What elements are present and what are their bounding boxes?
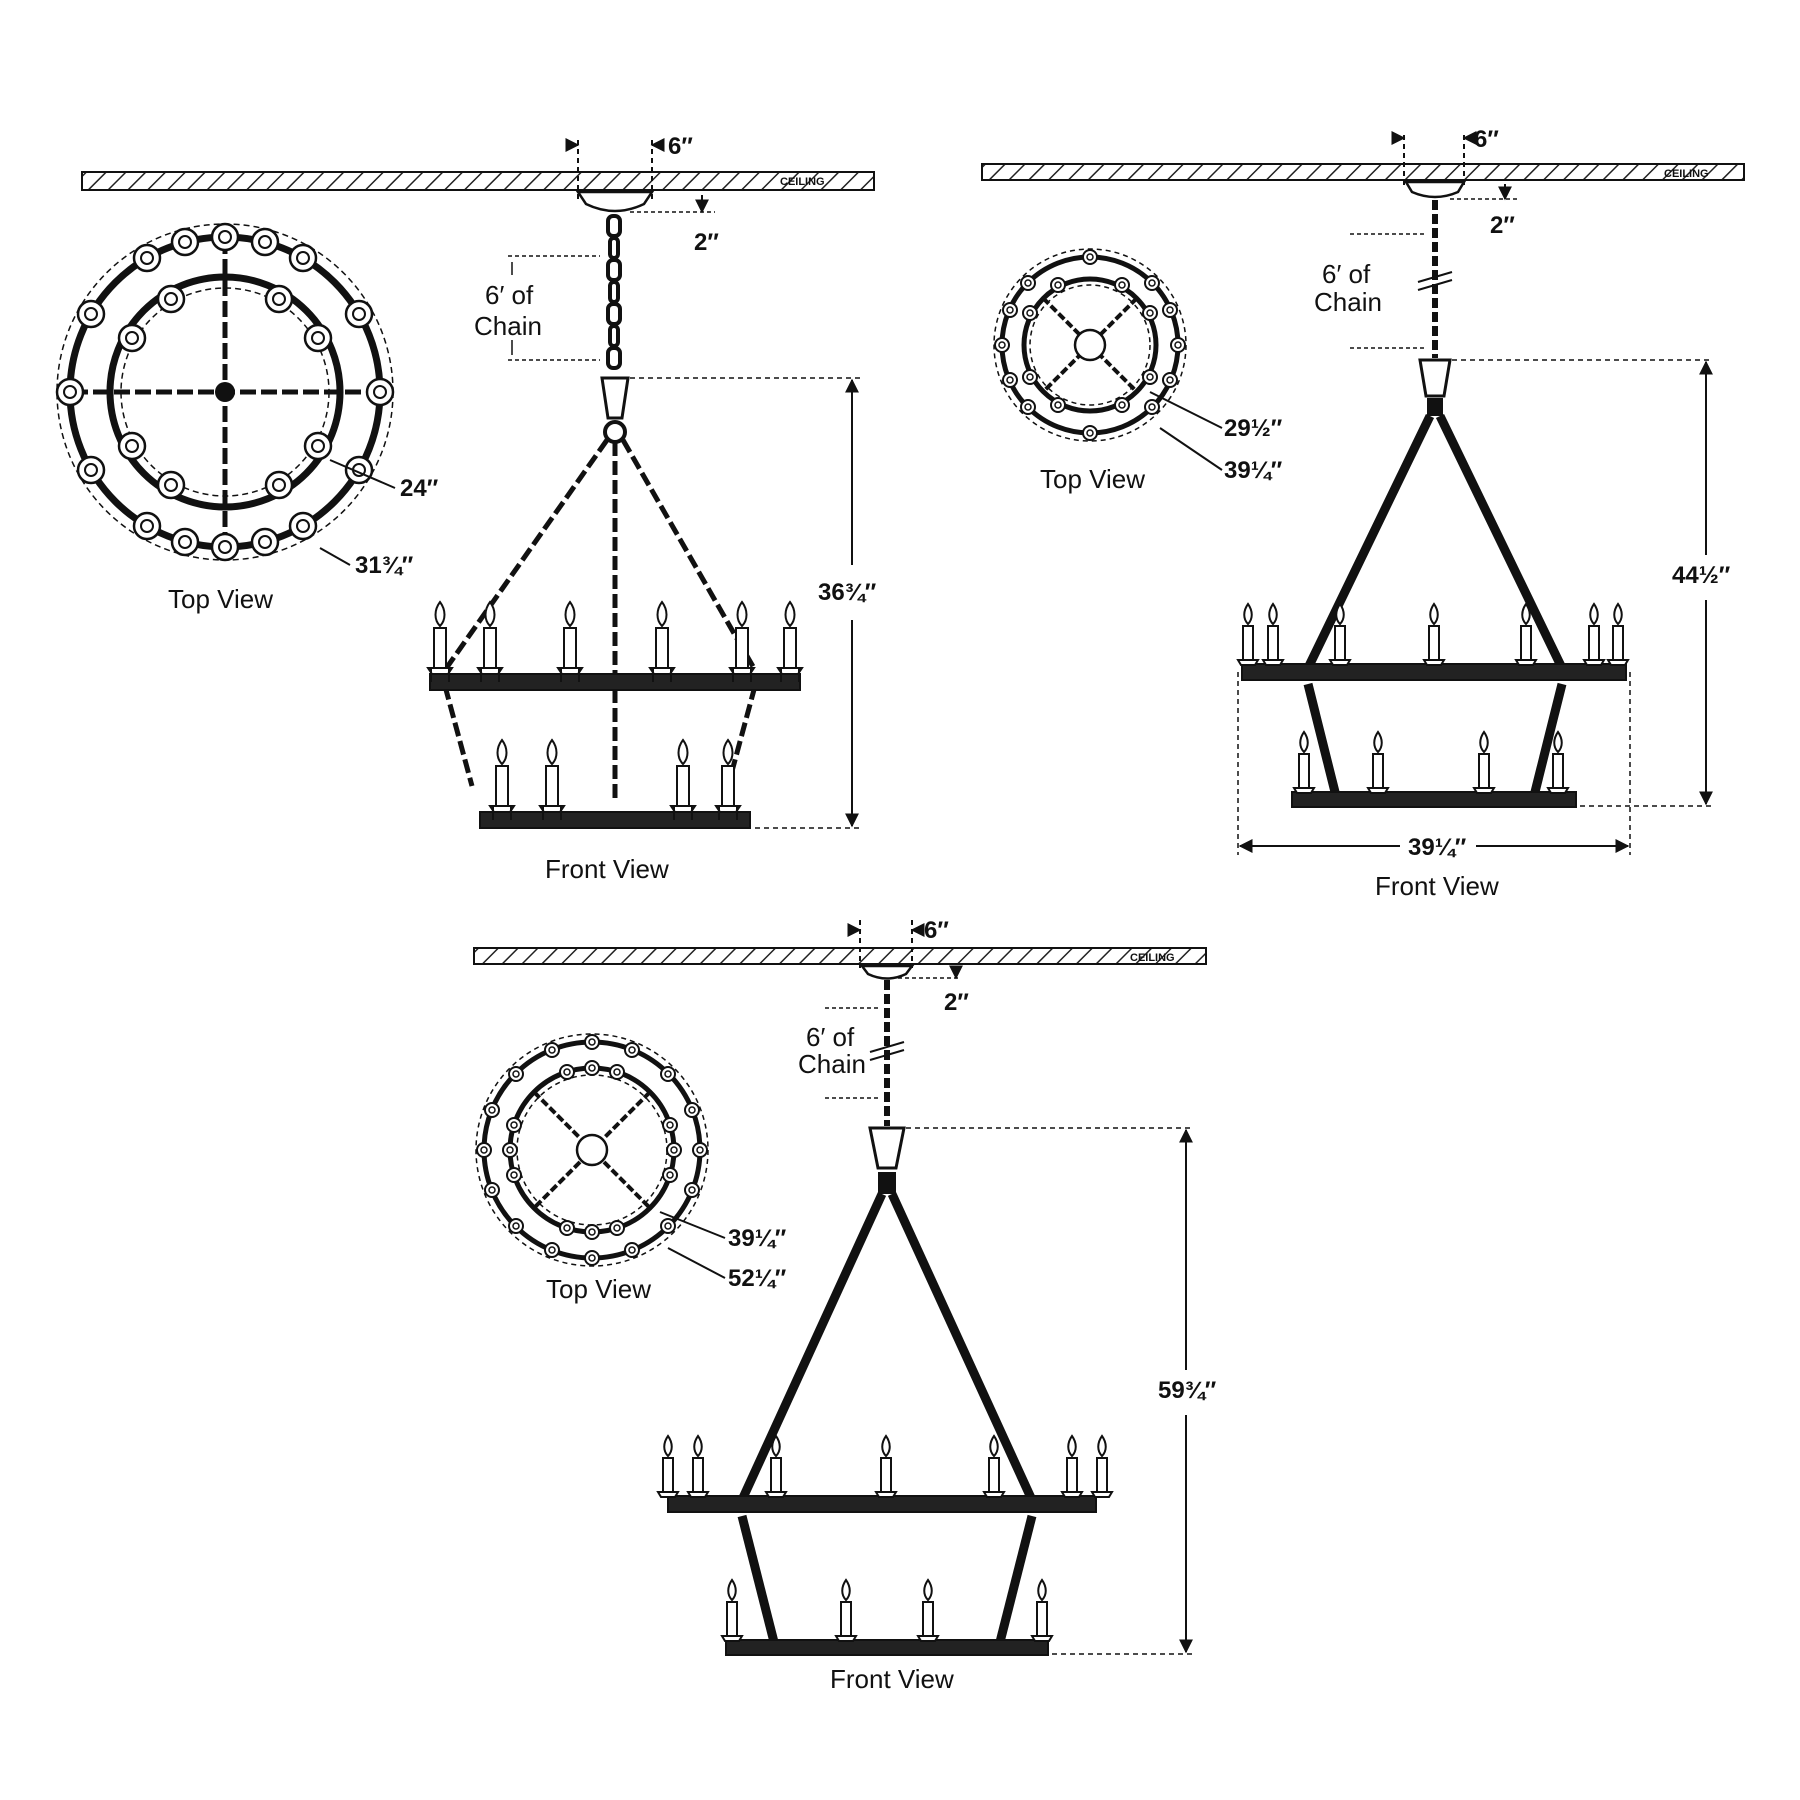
overall-height-label: 59¾″ xyxy=(1158,1377,1217,1404)
canopy-width-label: 6″ xyxy=(668,133,693,160)
top-view-label: Top View xyxy=(168,584,273,614)
inner-diameter-label: 24″ xyxy=(400,475,439,502)
arm-straps xyxy=(737,1192,1037,1644)
upper-candles xyxy=(1237,603,1629,666)
chain-length-line1: 6′ of xyxy=(806,1022,855,1052)
arm-straps xyxy=(1303,414,1567,798)
chain-length-line2: Chain xyxy=(798,1049,866,1079)
lower-ring xyxy=(479,811,751,829)
chain-length-line2: Chain xyxy=(474,311,542,341)
canopy-width-label: 6″ xyxy=(1474,126,1499,153)
inner-diameter-label: 29½″ xyxy=(1224,415,1283,442)
top-view: 24″ 31¾″ Top View xyxy=(55,222,439,614)
inner-diameter-label: 39¼″ xyxy=(728,1225,787,1252)
ceiling-label: CEILING xyxy=(1130,952,1175,964)
top-view: 39¼″ 52¼″ Top View xyxy=(475,1033,787,1304)
front-view-label: Front View xyxy=(830,1664,954,1694)
ceiling-bar xyxy=(473,947,1207,965)
canopy-drop-label: 2″ xyxy=(694,229,719,256)
ceiling-bar xyxy=(81,171,875,191)
outer-diameter-label: 31¾″ xyxy=(355,552,414,579)
canopy xyxy=(575,190,655,213)
top-view-label: Top View xyxy=(1040,464,1145,494)
ceiling-bar xyxy=(981,163,1745,181)
overall-height-label: 36¾″ xyxy=(818,579,877,606)
outer-diameter-label: 39¼″ xyxy=(1224,457,1283,484)
outer-diameter-label: 52¼″ xyxy=(728,1265,787,1292)
chain-length-line1: 6′ of xyxy=(1322,259,1371,289)
chain-cup xyxy=(1418,358,1452,398)
upper-ring xyxy=(429,673,801,691)
upper-candles xyxy=(657,1435,1113,1498)
canopy xyxy=(1403,180,1467,199)
front-view-label: Front View xyxy=(1375,871,1499,901)
chain-length-line2: Chain xyxy=(1314,287,1382,317)
upper-ring xyxy=(1241,663,1627,681)
canopy-width-label: 6″ xyxy=(924,917,949,944)
ceiling-label: CEILING xyxy=(780,176,825,188)
lower-ring xyxy=(725,1639,1049,1656)
overall-width-label: 39¼″ xyxy=(1408,834,1467,861)
overall-height-label: 44½″ xyxy=(1672,562,1731,589)
top-view: 29½″ 39¼″ Top View xyxy=(993,248,1283,494)
drawing-medium: CEILING 6″ 2″ 6′ of Chain xyxy=(981,126,1745,901)
canopy xyxy=(859,964,915,980)
drawing-small: CEILING 6″ 2″ 6′ of Chain xyxy=(55,133,877,884)
chain-cup xyxy=(868,1126,906,1170)
drawing-large: CEILING 6″ 2″ 6′ of Chain xyxy=(473,917,1217,1694)
chain-length-line1: 6′ of xyxy=(485,280,534,310)
lower-ring xyxy=(1291,791,1577,808)
hanging-chain xyxy=(606,214,622,370)
chain-cup xyxy=(600,376,630,420)
top-view-label: Top View xyxy=(546,1274,651,1304)
canopy-drop-label: 2″ xyxy=(1490,212,1515,239)
upper-ring xyxy=(667,1495,1097,1513)
canopy-drop-label: 2″ xyxy=(944,989,969,1016)
front-view-label: Front View xyxy=(545,854,669,884)
ceiling-label: CEILING xyxy=(1664,168,1709,180)
